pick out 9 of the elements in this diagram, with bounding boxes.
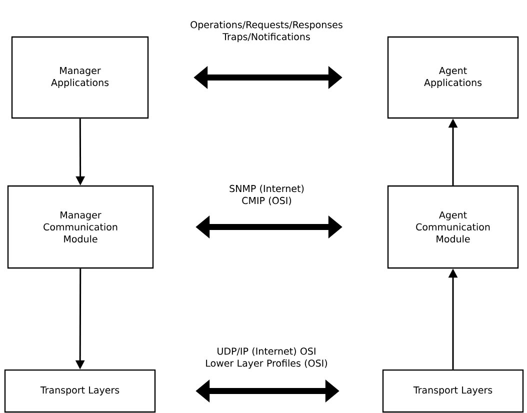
layer-box: Transport Layers: [4, 369, 156, 413]
layer-box: Transport Layers: [382, 369, 524, 413]
layer-box: Agent Applications: [387, 36, 519, 119]
layer-box: Manager Communication Module: [7, 185, 154, 269]
edge-label: SNMP (Internet) CMIP (OSI): [230, 184, 304, 206]
edge-label: Operations/Requests/Responses Traps/Notifications: [190, 20, 342, 42]
layer-box: Agent Communication Module: [387, 185, 519, 269]
layer-box: Manager Applications: [11, 36, 149, 119]
edge-label: UDP/IP (Internet) OSI Lower Layer Profiles (OSI): [206, 347, 327, 369]
